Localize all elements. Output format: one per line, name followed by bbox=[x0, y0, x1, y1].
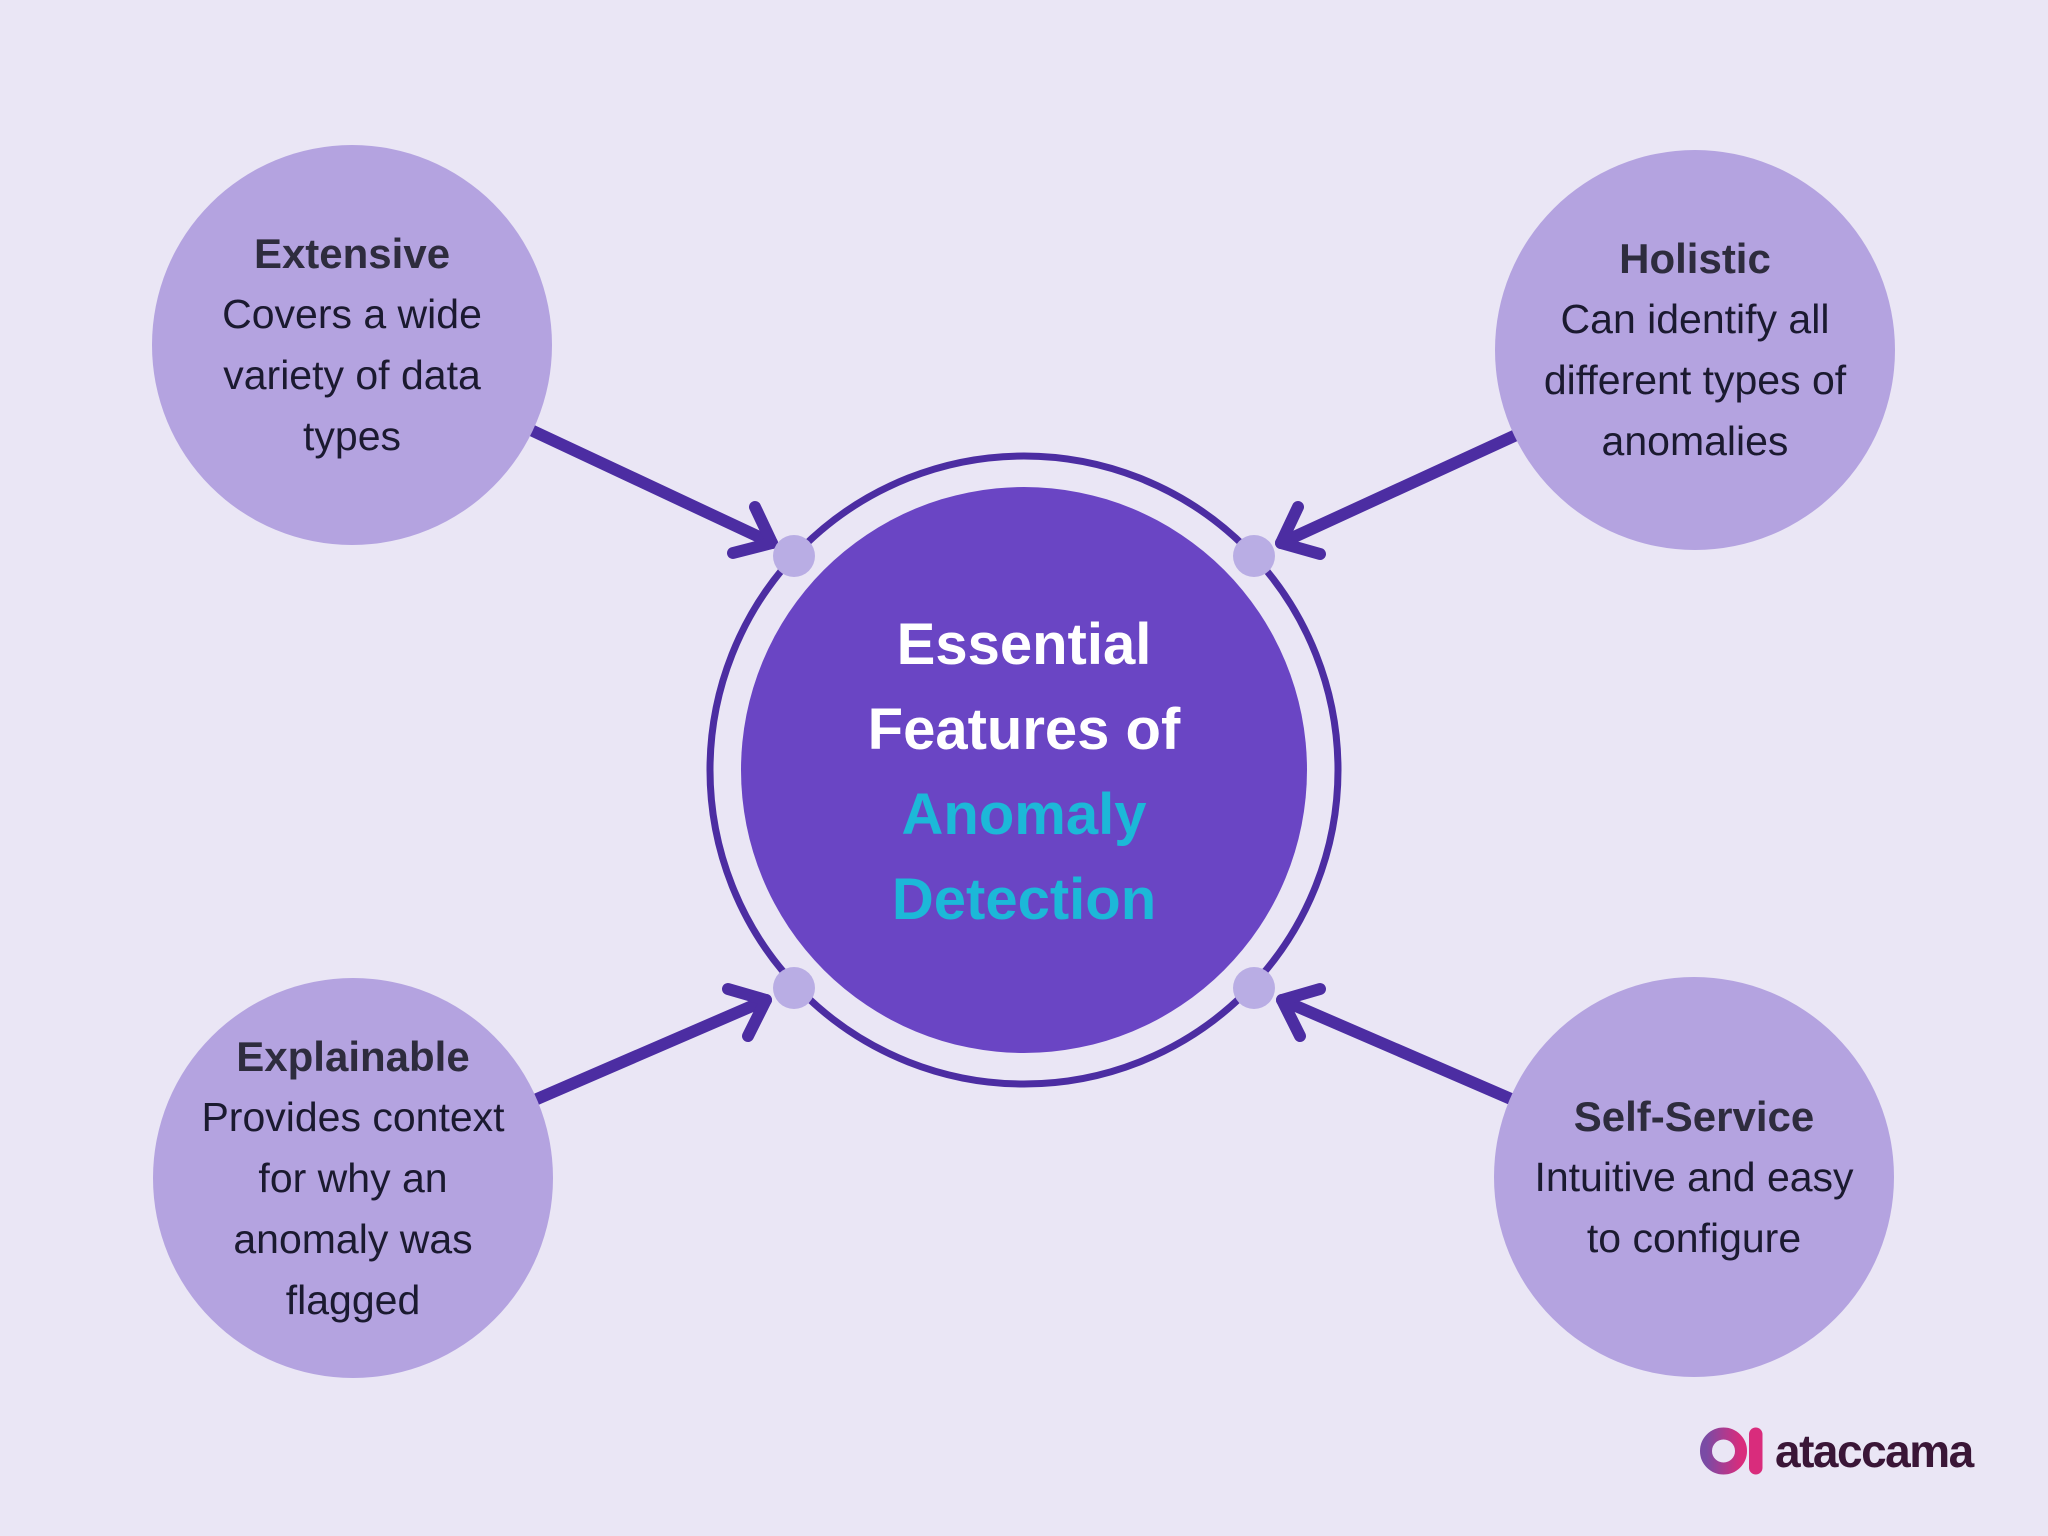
center-circle-label: Essential Features of Anomaly Detection bbox=[724, 602, 1324, 942]
feature-line: variety of data bbox=[223, 352, 481, 398]
feature-heading: Holistic bbox=[1619, 235, 1771, 282]
center-title-line: Essential bbox=[896, 612, 1152, 677]
center-circle bbox=[741, 487, 1307, 1053]
feature-circle-self-service: Self-Service Intuitive and easy to confi… bbox=[1494, 977, 1894, 1377]
feature-line: flagged bbox=[285, 1276, 421, 1323]
feature-line: anomaly was bbox=[233, 1215, 473, 1262]
feature-line: for why an bbox=[258, 1154, 448, 1201]
feature-line: Provides context bbox=[201, 1093, 505, 1140]
center-title-line: Features of bbox=[867, 697, 1181, 762]
arrow-icon bbox=[1275, 430, 1520, 560]
connector-dot bbox=[1233, 967, 1275, 1009]
feature-line: types bbox=[303, 413, 401, 459]
feature-line: Can identify all bbox=[1560, 296, 1830, 342]
feature-circle-extensive: Extensive Covers a wide variety of data … bbox=[152, 145, 552, 545]
arrow-icon bbox=[1276, 983, 1517, 1105]
feature-line: Intuitive and easy bbox=[1534, 1153, 1854, 1200]
brand-logo: ataccama bbox=[1700, 1424, 1974, 1478]
connector-dot bbox=[773, 535, 815, 577]
feature-line: anomalies bbox=[1601, 418, 1789, 464]
feature-heading: Explainable bbox=[236, 1032, 470, 1080]
feature-circle-explainable: Explainable Provides context for why an … bbox=[153, 978, 553, 1378]
ataccama-logo-icon bbox=[1700, 1427, 1763, 1475]
center-title-line: Detection bbox=[891, 867, 1157, 932]
arrow-icon bbox=[527, 425, 778, 559]
orbit-ring bbox=[706, 452, 1342, 1088]
connector-dot bbox=[1233, 535, 1275, 577]
feature-line: to configure bbox=[1586, 1214, 1802, 1261]
center-title-line: Anomaly bbox=[901, 782, 1147, 847]
brand-wordmark: ataccama bbox=[1775, 1425, 1974, 1477]
feature-circle-holistic: Holistic Can identify all different type… bbox=[1495, 150, 1895, 550]
feature-line: Covers a wide bbox=[222, 291, 482, 337]
connector-dot bbox=[773, 967, 815, 1009]
feature-line: different types of bbox=[1543, 357, 1847, 403]
arrow-icon bbox=[531, 983, 772, 1105]
feature-heading: Extensive bbox=[253, 230, 451, 277]
feature-heading: Self-Service bbox=[1573, 1092, 1815, 1140]
